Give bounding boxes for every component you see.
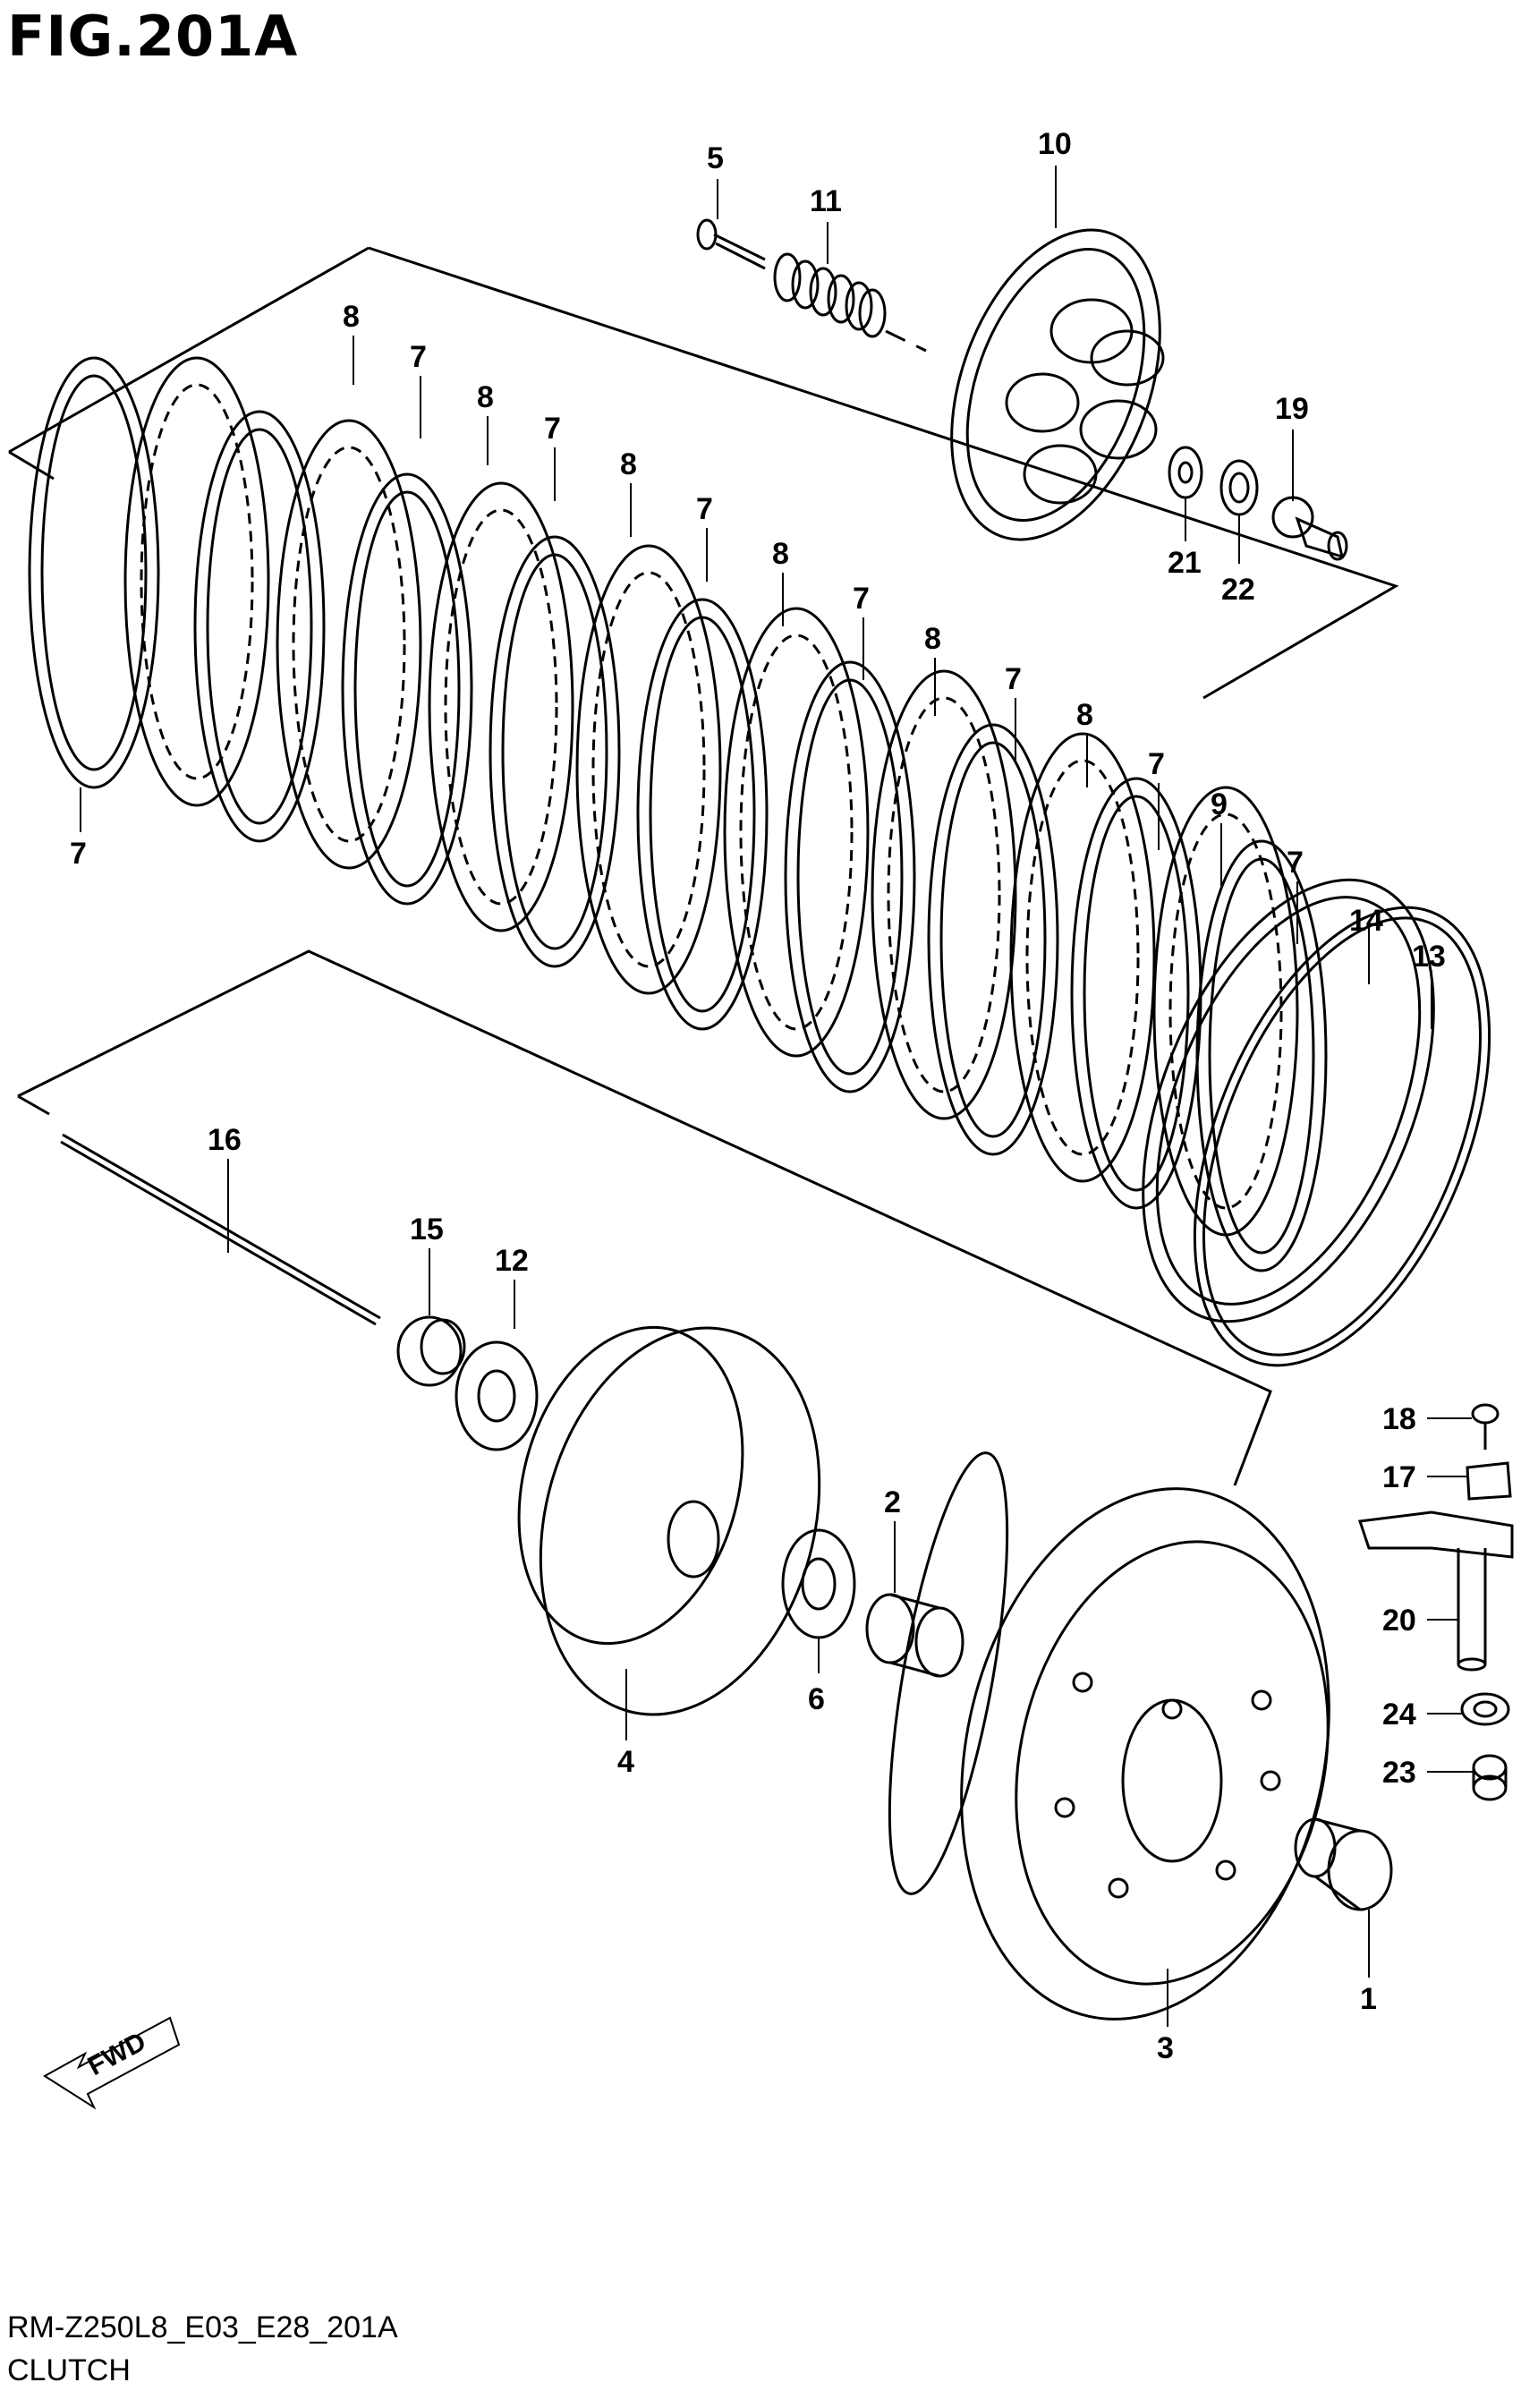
figure-code: RM-Z250L8_E03_E28_201A — [7, 2310, 398, 2344]
callout-13: 13 — [1412, 940, 1446, 974]
callout-15: 15 — [410, 1213, 444, 1247]
driven-plate-8 — [276, 419, 422, 870]
callout-7: 7 — [1287, 846, 1304, 880]
callout-12: 12 — [495, 1244, 529, 1278]
callout-1: 1 — [1360, 1982, 1377, 2016]
driven-plate-8 — [575, 544, 722, 995]
callout-22: 22 — [1221, 573, 1255, 607]
lower-group-outline — [17, 949, 1272, 1486]
callout-10: 10 — [1038, 127, 1072, 161]
release-shaft-20 — [1357, 1510, 1514, 1672]
driven-plate-9 — [1152, 786, 1299, 1237]
nut-15 — [396, 1315, 466, 1387]
callout-7: 7 — [853, 582, 870, 616]
drive-plate-7 — [1195, 839, 1328, 1272]
callout-24: 24 — [1382, 1698, 1416, 1732]
callout-18: 18 — [1382, 1402, 1416, 1436]
callout-8: 8 — [1076, 698, 1093, 732]
clutch-sleeve-hub-4 — [517, 1325, 821, 1716]
upper-group-outline — [8, 246, 1399, 700]
drive-plate-7 — [636, 598, 769, 1031]
callout-20: 20 — [1382, 1604, 1416, 1638]
driven-plate-8 — [871, 669, 1017, 1120]
drive-plate-7 — [927, 723, 1059, 1156]
bearing-22 — [1219, 459, 1259, 516]
callout-5: 5 — [707, 141, 724, 175]
callout-7: 7 — [1148, 747, 1165, 781]
spring-seat-14 — [1142, 878, 1435, 1323]
callout-14: 14 — [1349, 904, 1383, 938]
bearing-23 — [1472, 1754, 1508, 1801]
callout-7: 7 — [1005, 662, 1022, 696]
callout-2: 2 — [884, 1485, 901, 1519]
callout-3: 3 — [1157, 2031, 1174, 2065]
callout-23: 23 — [1382, 1756, 1416, 1790]
driven-plate-8 — [428, 481, 574, 932]
callout-17: 17 — [1382, 1460, 1416, 1494]
callout-11: 11 — [810, 184, 842, 218]
figure-name: CLUTCH — [7, 2353, 131, 2387]
callout-8: 8 — [620, 447, 637, 481]
drive-plate-7 — [341, 472, 473, 906]
bolt-18 — [1471, 1403, 1500, 1450]
driven-plate-8 — [123, 356, 270, 807]
drive-plate-7 — [193, 410, 326, 843]
callout-4: 4 — [617, 1745, 634, 1779]
callout-8: 8 — [924, 622, 941, 656]
drive-plate-7 — [28, 356, 160, 789]
clutch-housing-3 — [888, 1451, 1330, 2021]
screw-5 — [696, 218, 766, 270]
lock-washer-12 — [455, 1340, 539, 1451]
plate-17 — [1466, 1461, 1512, 1501]
drive-plate-7 — [784, 660, 916, 1093]
callout-16: 16 — [208, 1123, 242, 1157]
thrust-washer-6 — [781, 1528, 856, 1639]
callout-8: 8 — [343, 300, 360, 334]
clutch-spring-11 — [773, 252, 927, 353]
callout-7: 7 — [410, 340, 427, 374]
driven-plate-8 — [723, 607, 870, 1058]
driven-plate-8 — [1009, 732, 1156, 1183]
callout-7: 7 — [696, 492, 713, 526]
callout-labels: 5 11 10 19 21 22 8 7 8 7 8 7 8 7 8 7 8 7… — [70, 127, 1446, 2081]
fwd-arrow-icon — [43, 2016, 181, 2110]
pressure-plate-10 — [950, 228, 1165, 541]
washer-21 — [1168, 446, 1203, 499]
callout-7: 7 — [70, 837, 87, 871]
callout-9: 9 — [1211, 787, 1228, 821]
callout-6: 6 — [808, 1682, 825, 1716]
push-rod-16 — [60, 1133, 381, 1326]
spacer-1 — [1294, 1817, 1393, 1911]
callout-21: 21 — [1168, 546, 1202, 580]
clutch-plate-stack — [28, 356, 1328, 1272]
callout-19: 19 — [1275, 392, 1309, 426]
callout-8: 8 — [477, 380, 494, 414]
oil-seal-24 — [1460, 1692, 1510, 1726]
callout-7: 7 — [544, 412, 561, 446]
drive-plate-7 — [489, 535, 621, 968]
wire-ring-13 — [1193, 906, 1491, 1367]
figure-title: FIG.201A — [7, 4, 299, 69]
fwd-label: FWD — [83, 2027, 151, 2081]
leader-lines — [80, 166, 1474, 2027]
needle-bearing-2 — [865, 1593, 964, 1678]
callout-8: 8 — [772, 537, 789, 571]
